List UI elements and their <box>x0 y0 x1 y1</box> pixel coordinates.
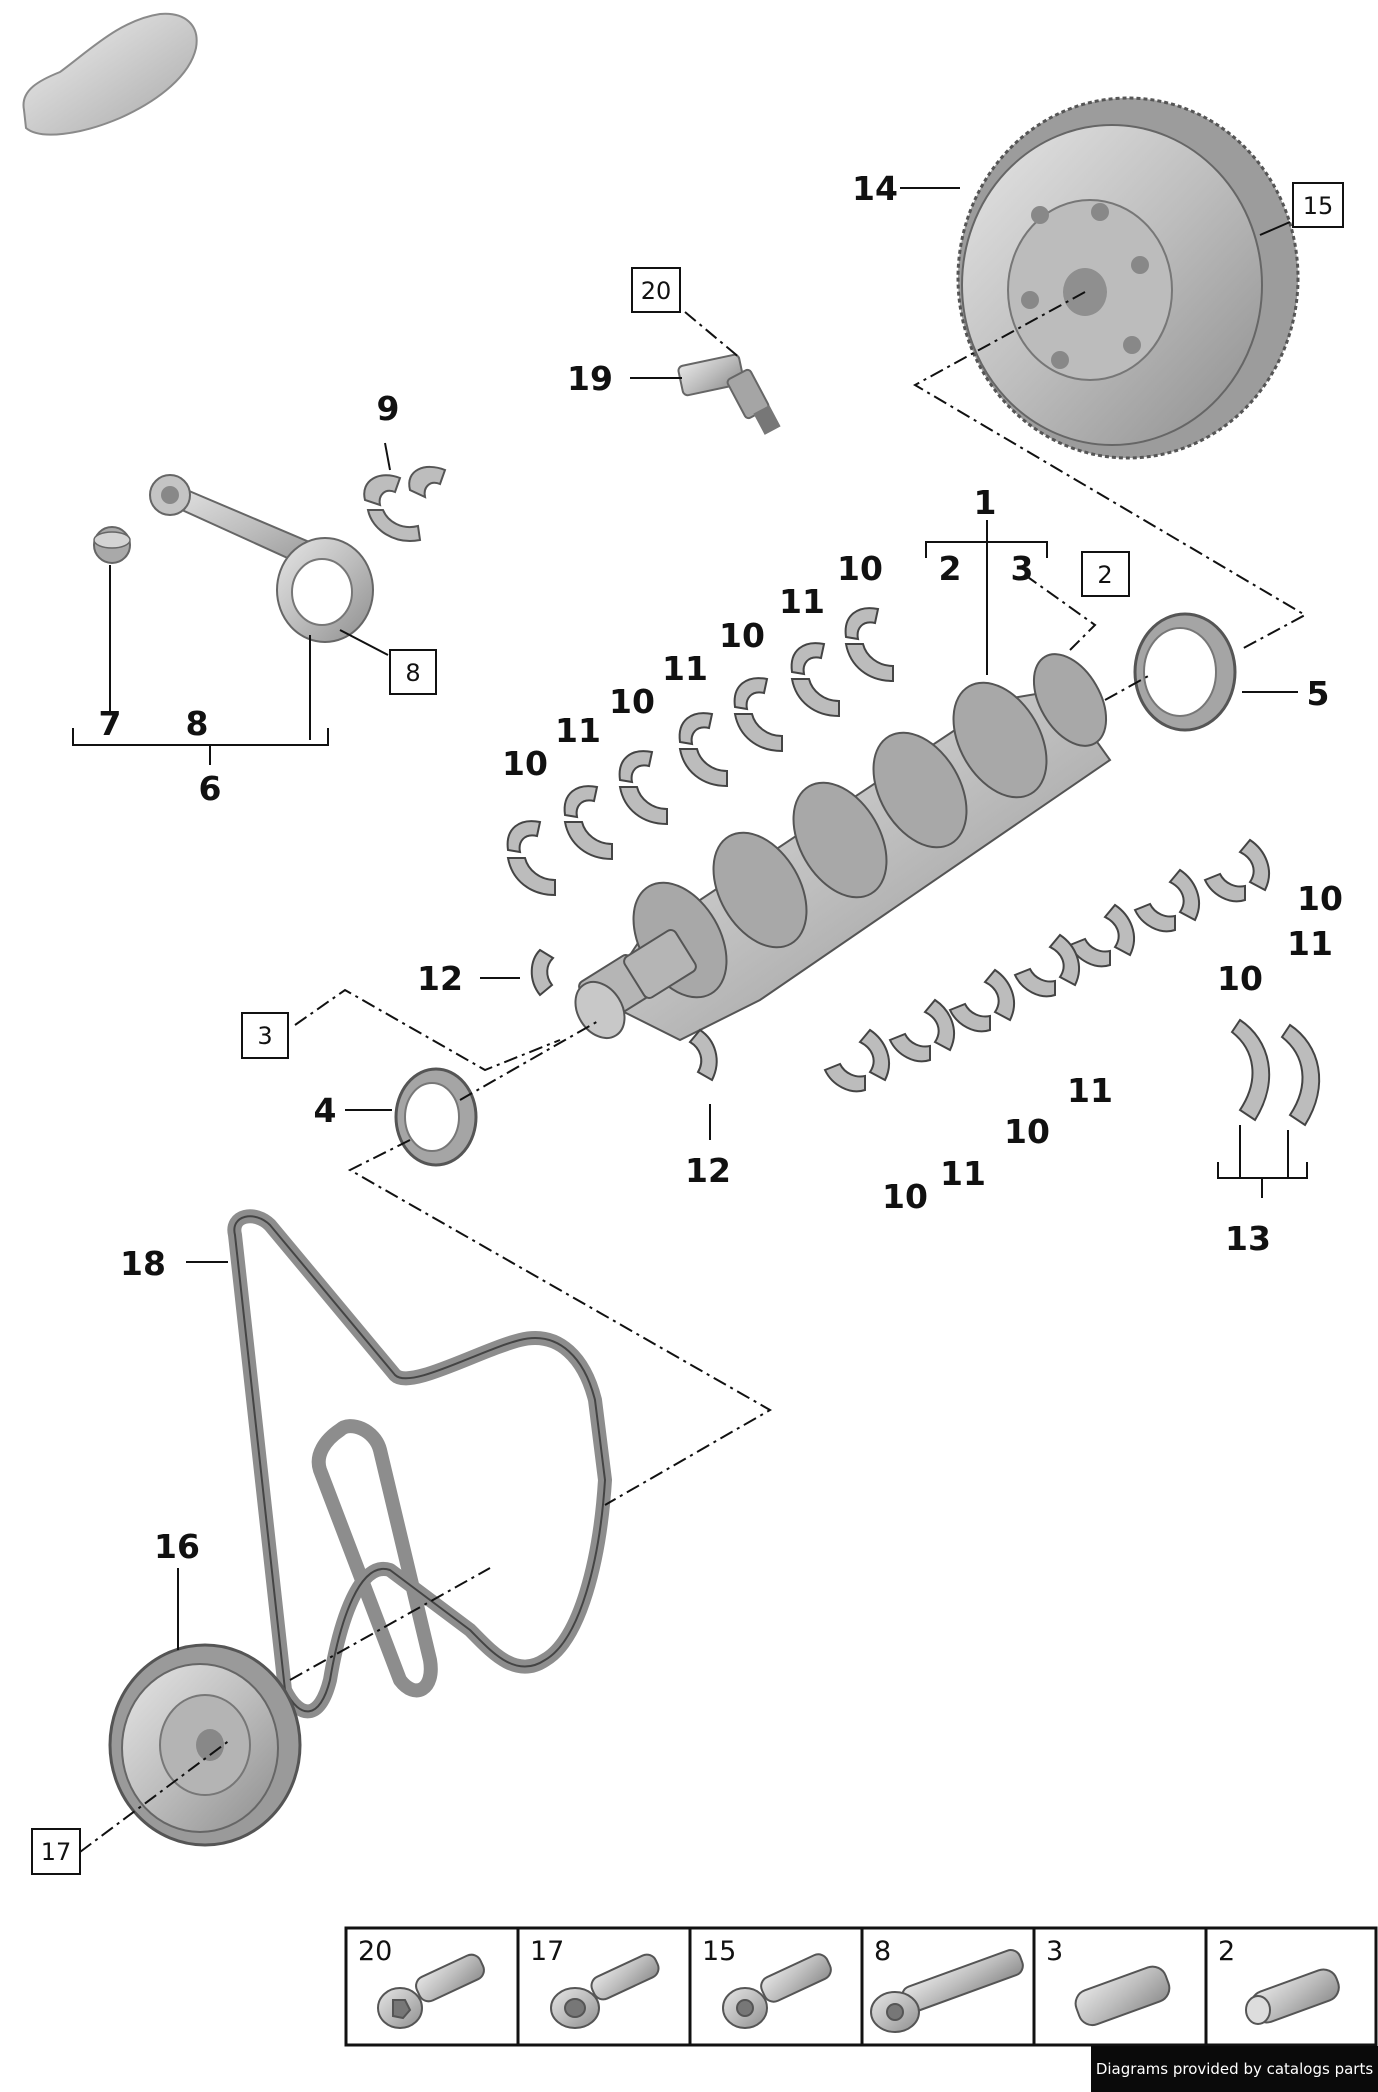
table-ref-8: 8 <box>874 1936 891 1967</box>
connecting-rod <box>93 474 374 643</box>
drive-belts <box>227 1209 612 1719</box>
callout-19: 19 <box>567 359 613 398</box>
callout-14: 14 <box>852 169 898 208</box>
table-ref-15: 15 <box>702 1936 736 1967</box>
bolt-15-icon <box>722 1953 832 2029</box>
callout-11b: 11 <box>662 649 708 688</box>
callout-9: 9 <box>377 389 400 428</box>
dowel-sleeve-3-icon <box>1074 1965 1171 2027</box>
callout-4: 4 <box>314 1091 337 1130</box>
leader-lines <box>72 187 1308 1853</box>
callout-16: 16 <box>154 1527 200 1566</box>
callout-11d: 11 <box>1287 924 1333 963</box>
dowel-sleeve-2-icon <box>1245 1968 1340 2025</box>
boxed-callout-17: 17 <box>41 1838 72 1866</box>
callout-11c: 11 <box>555 711 601 750</box>
callout-11a: 11 <box>779 582 825 621</box>
bolt-8-icon <box>870 1949 1024 2033</box>
front-oil-seal <box>394 1067 478 1167</box>
callout-10h: 10 <box>882 1177 928 1216</box>
callout-10f: 10 <box>1217 959 1263 998</box>
callout-10c: 10 <box>609 682 655 721</box>
credit-footer: Diagrams provided by catalogs parts <box>1091 2046 1378 2092</box>
callout-numbers: 1 2 3 4 5 6 7 8 9 10 10 10 10 10 10 10 1… <box>99 169 1343 1566</box>
callout-13: 13 <box>1225 1219 1271 1258</box>
table-ref-2: 2 <box>1218 1936 1235 1967</box>
rod-bearing-shells <box>363 465 447 542</box>
callout-2: 2 <box>939 549 962 588</box>
boxed-callout-20: 20 <box>641 277 672 305</box>
callout-6: 6 <box>199 769 222 808</box>
callout-10g: 10 <box>1004 1112 1050 1151</box>
main-bearing-shells <box>506 607 1321 1127</box>
flywheel <box>956 96 1300 460</box>
callout-7: 7 <box>99 704 122 743</box>
boxed-callout-15: 15 <box>1303 192 1334 220</box>
crankshaft <box>574 653 1112 1042</box>
rear-oil-seal <box>1133 612 1237 732</box>
callout-10b: 10 <box>719 616 765 655</box>
callout-10d: 10 <box>502 744 548 783</box>
callout-10e: 10 <box>1297 879 1343 918</box>
sensor <box>677 353 781 435</box>
table-ref-20: 20 <box>358 1936 392 1967</box>
vehicle-icon <box>22 12 198 136</box>
callout-11e: 11 <box>1067 1071 1113 1110</box>
callout-12b: 12 <box>685 1151 731 1190</box>
callout-10a: 10 <box>837 549 883 588</box>
callout-11f: 11 <box>940 1154 986 1193</box>
callout-12a: 12 <box>417 959 463 998</box>
drive-belts-outline <box>233 1215 607 1713</box>
table-ref-17: 17 <box>530 1936 564 1967</box>
callout-18: 18 <box>120 1244 166 1283</box>
callout-8: 8 <box>186 704 209 743</box>
boxed-callout-3: 3 <box>257 1022 272 1050</box>
callout-3: 3 <box>1011 549 1034 588</box>
boxed-callouts: 2 3 8 15 17 20 <box>31 182 1344 1875</box>
boxed-callout-2: 2 <box>1097 561 1112 589</box>
bolt-17-icon <box>550 1953 660 2029</box>
boxed-callout-8: 8 <box>405 659 420 687</box>
table-ref-3: 3 <box>1046 1936 1063 1967</box>
vibration-damper <box>108 1643 302 1847</box>
callout-1: 1 <box>974 483 997 522</box>
fastener-table: 20 17 15 8 3 2 <box>344 1926 1378 2047</box>
callout-5: 5 <box>1307 674 1330 713</box>
bolt-20-icon <box>377 1953 485 2029</box>
